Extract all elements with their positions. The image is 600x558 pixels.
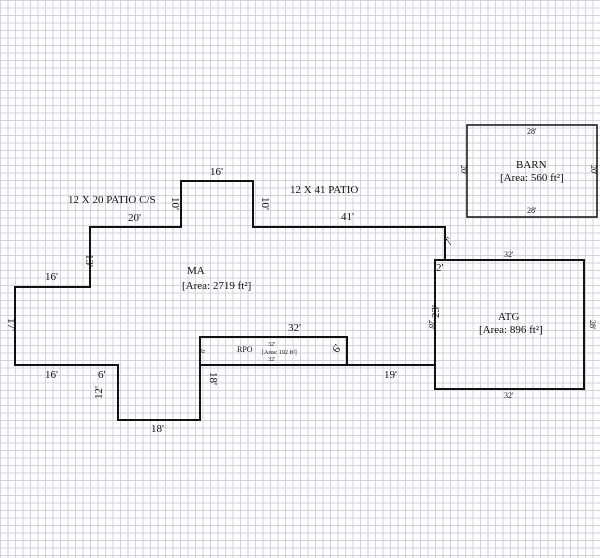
rpo-name: RPO bbox=[237, 345, 253, 354]
rpo-dim-right: 6' bbox=[330, 342, 344, 354]
dim-ma-right: 23' bbox=[430, 305, 442, 318]
dim-ma-notch: 2' bbox=[436, 262, 444, 274]
dim-ma-bottom: 18' bbox=[151, 423, 164, 435]
rpo-outline[interactable] bbox=[199, 336, 348, 366]
patio-cs-label: 12 X 20 PATIO C/S bbox=[68, 194, 156, 206]
dim-ma-top-right: 41' bbox=[341, 211, 354, 223]
ma-name: MA bbox=[187, 265, 205, 277]
patio-label: 12 X 41 PATIO bbox=[290, 184, 358, 196]
barn-dim-left: 20' bbox=[459, 165, 468, 175]
atg-dim-bottom: 32' bbox=[504, 391, 514, 400]
dim-ma-bottom-left: 16' bbox=[45, 369, 58, 381]
rpo-area: [Area: 192 ft²] bbox=[262, 349, 297, 356]
rpo-dim-bottom: 32' bbox=[268, 357, 275, 363]
dim-ma-bottom-vert: 18' bbox=[207, 372, 219, 385]
rpo-dim-top: 32' bbox=[268, 342, 275, 348]
barn-dim-right: 20' bbox=[589, 165, 598, 175]
barn-outline[interactable] bbox=[466, 124, 598, 218]
dim-ma-bottom-right: 19' bbox=[384, 369, 397, 381]
barn-dim-top: 28' bbox=[527, 127, 537, 136]
dim-ma-bottom-left-vert: 12' bbox=[93, 386, 105, 399]
barn-dim-bottom: 28' bbox=[527, 206, 537, 215]
dim-ma-step1: 13' bbox=[83, 254, 95, 267]
ma-outline[interactable] bbox=[14, 180, 446, 421]
atg-dim-left: 28' bbox=[427, 320, 436, 330]
atg-outline[interactable] bbox=[434, 259, 585, 390]
barn-name: BARN bbox=[516, 159, 547, 171]
dim-ma-bump-right: 10' bbox=[259, 197, 271, 210]
atg-area: [Area: 896 ft²] bbox=[479, 324, 543, 336]
dim-ma-top-mid: 20' bbox=[128, 212, 141, 224]
ma-area: [Area: 2719 ft²] bbox=[182, 280, 251, 292]
dim-ma-top-left: 16' bbox=[45, 271, 58, 283]
rpo-dim-left: 6' bbox=[201, 349, 207, 353]
atg-name: ATG bbox=[498, 311, 519, 323]
dim-ma-left: 17' bbox=[5, 318, 17, 331]
dim-ma-bump-top: 16' bbox=[210, 166, 223, 178]
dim-rpo-top-outer: 32' bbox=[288, 322, 301, 334]
atg-dim-right: 28' bbox=[588, 320, 597, 330]
barn-area: [Area: 560 ft²] bbox=[500, 172, 564, 184]
dim-ma-small-step: 6' bbox=[98, 369, 106, 381]
atg-dim-top: 32' bbox=[504, 250, 514, 259]
dim-ma-bump-left: 10' bbox=[169, 197, 181, 210]
